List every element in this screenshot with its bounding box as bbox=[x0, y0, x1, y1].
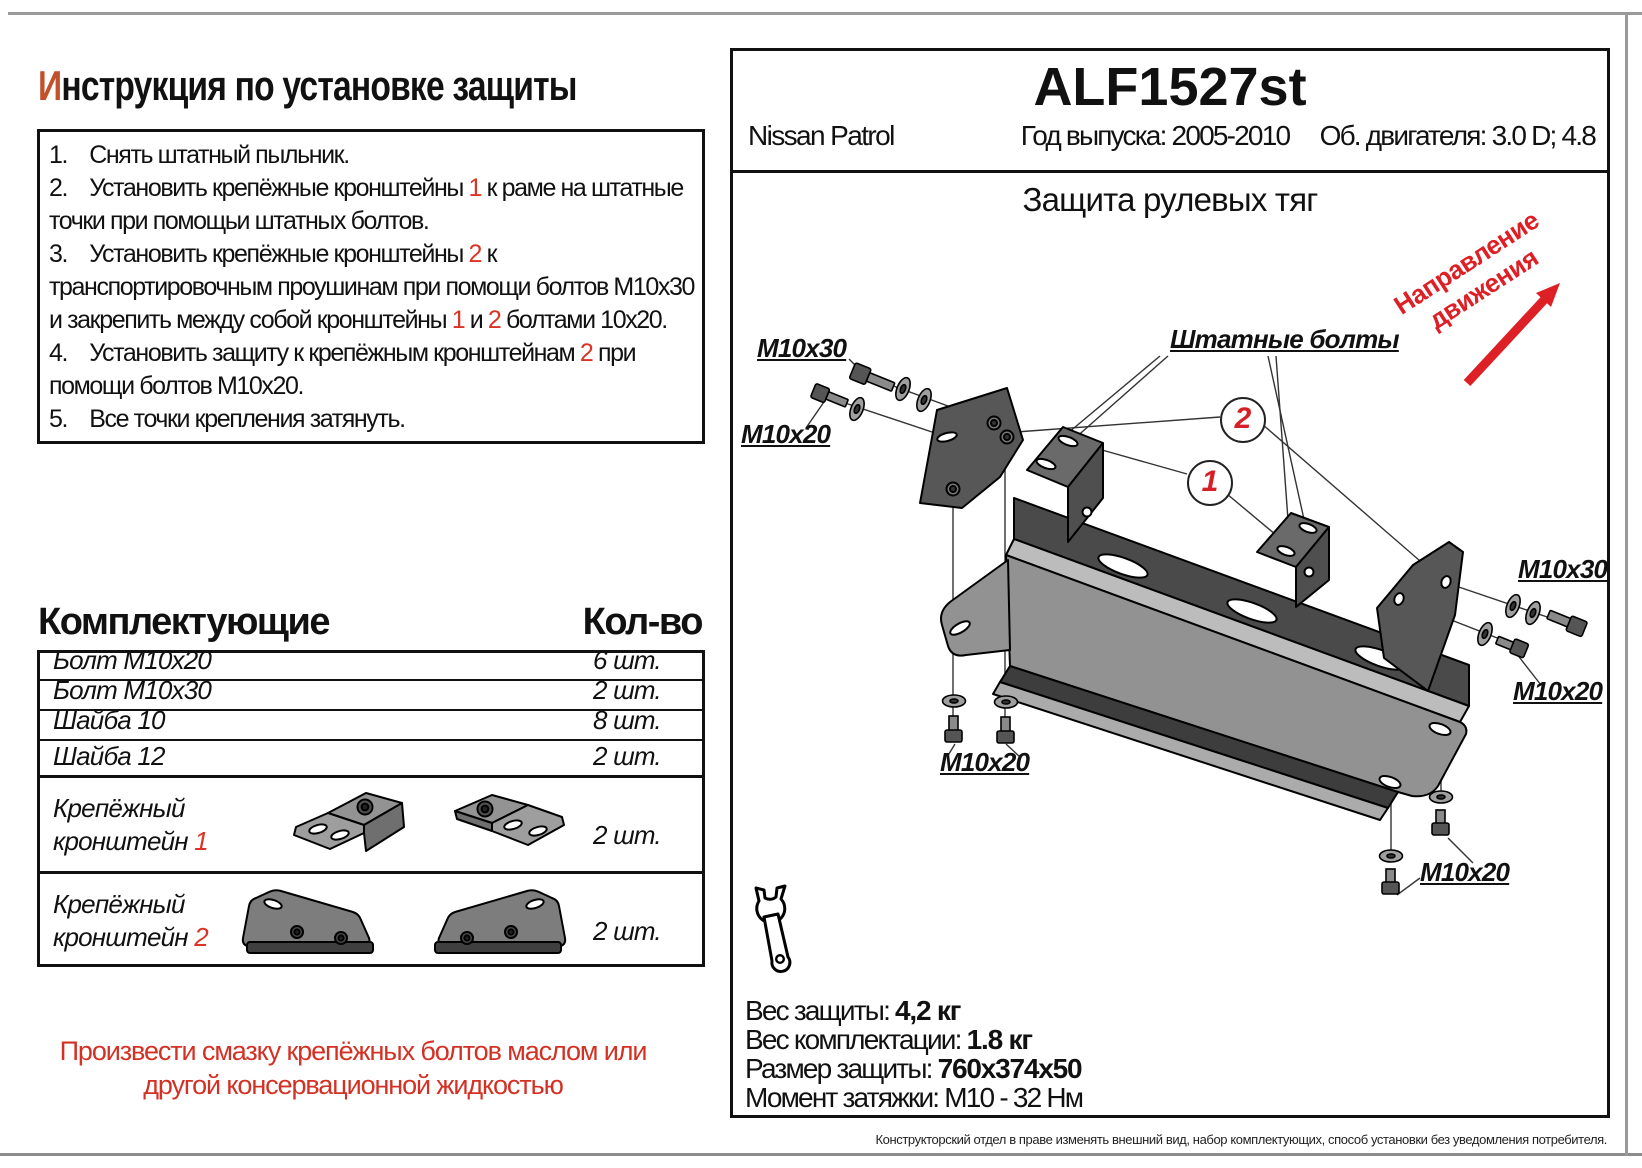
quantity-header: Кол-во bbox=[582, 601, 704, 643]
diagram-title: Защита рулевых тяг bbox=[1022, 181, 1318, 218]
scan-line-bottom bbox=[0, 1153, 1642, 1156]
plate-floor bbox=[1005, 554, 1468, 798]
components-table: Болт М10х20 6 шт. Болт М10х30 2 шт. Шайб… bbox=[37, 645, 705, 967]
instructions-box: 1. Снять штатный пыльник. 2. Установить к… bbox=[37, 129, 705, 444]
bolt-m10x20-left bbox=[810, 383, 865, 422]
footer-disclaimer: Конструкторский отдел в праве изменять в… bbox=[875, 1132, 1608, 1147]
spec-row: Вес защиты: 4,2 кг bbox=[745, 995, 961, 1026]
table-row-bracket-2: Крепёжный кронштейн 2 2 шт. bbox=[40, 874, 702, 961]
bracket-2-right bbox=[1376, 541, 1464, 692]
part-year: Год выпуска: 2005-2010 bbox=[1020, 120, 1291, 151]
lubrication-note: Произвести смазку крепёжных болтов масло… bbox=[59, 1036, 648, 1100]
spec-row: Момент затяжки: М10 - 32 Нм bbox=[745, 1082, 1084, 1113]
scan-line-right bbox=[1625, 12, 1628, 1156]
table-row: Болт М10х20 6 шт. bbox=[40, 645, 702, 681]
instruction-item: 5. Все точки крепления затянуть. bbox=[49, 405, 406, 433]
instruction-item: 3. Установить крепёжные кронштейны 2 к т… bbox=[49, 240, 695, 334]
part-engine: Об. двигателя: 3.0 D; 4.8 bbox=[1319, 120, 1597, 151]
bolt-m10x30-right bbox=[1505, 593, 1588, 638]
instruction-item: 4. Установить защиту к крепёжным кронште… bbox=[49, 339, 637, 400]
label-m10x20-right: М10х20 bbox=[1513, 676, 1603, 706]
label-m10x20-bottom-right: М10х20 bbox=[1420, 857, 1510, 887]
assembly-diagram bbox=[754, 283, 1588, 973]
part-code: ALF1527st bbox=[1033, 57, 1307, 117]
scan-line-top bbox=[8, 12, 1642, 15]
bracket-2-image bbox=[241, 889, 567, 954]
bracket-1-center bbox=[1026, 426, 1104, 543]
instructions-list: 1. Снять штатный пыльник. 2. Установить к… bbox=[49, 139, 696, 436]
spec-row: Вес комплектации: 1.8 кг bbox=[745, 1024, 1033, 1055]
bolt-m10x20-right bbox=[1477, 621, 1530, 659]
label-m10x30-left: М10х30 bbox=[757, 333, 847, 363]
spec-row: Размер защиты: 760х374х50 bbox=[745, 1053, 1083, 1084]
bracket-1-image bbox=[293, 792, 565, 852]
page-title: Инструкция по установке защиты bbox=[38, 62, 577, 109]
label-m10x30-right: М10х30 bbox=[1518, 554, 1608, 584]
part-box bbox=[730, 48, 1610, 1118]
bolt-m10x20-bottom-right bbox=[1378, 790, 1454, 895]
bracket-2-left bbox=[919, 387, 1024, 509]
callout-2: 2 bbox=[1220, 397, 1266, 443]
bolt-m10x30-left bbox=[848, 362, 932, 413]
table-row: Шайба 12 2 шт. bbox=[40, 741, 702, 778]
bracket-1-right bbox=[1256, 512, 1330, 608]
bolt-m10x20-bottom-left bbox=[941, 694, 1019, 744]
direction-arrow bbox=[1463, 283, 1560, 387]
components-header: Комплектующие bbox=[38, 601, 330, 643]
instruction-item: 2. Установить крепёжные кронштейны 1 к р… bbox=[49, 174, 684, 235]
table-row: Болт М10х30 2 шт. bbox=[40, 675, 702, 711]
wrench-icon bbox=[754, 884, 792, 973]
instruction-item: 1. Снять штатный пыльник. bbox=[49, 141, 350, 169]
table-row-bracket-1: Крепёжный кронштейн 1 2 шт. bbox=[40, 778, 702, 874]
callout-1: 1 bbox=[1187, 460, 1233, 506]
part-model: Nissan Patrol bbox=[748, 120, 895, 151]
label-m10x20-left: М10х20 bbox=[741, 419, 831, 449]
header-divider bbox=[733, 170, 1607, 173]
label-m10x20-bottom-left: М10х20 bbox=[940, 747, 1030, 777]
label-stock-bolts: Штатные болты bbox=[1170, 324, 1400, 354]
table-row: Шайба 10 8 шт. bbox=[40, 705, 702, 741]
